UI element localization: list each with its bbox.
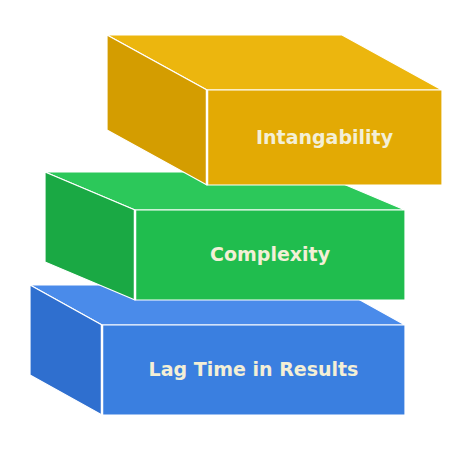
block-label: Complexity (135, 210, 405, 300)
block-shape (45, 172, 405, 300)
edge-highlight (134, 210, 137, 300)
block-label: Lag Time in Results (102, 325, 405, 415)
block-side-face (30, 285, 102, 415)
block-shape (30, 285, 405, 415)
block-label: Intangability (207, 90, 442, 185)
edge-highlight (101, 325, 104, 415)
stacked-block: Lag Time in Results (30, 285, 405, 415)
block-side-face (45, 172, 135, 300)
block-side-face (107, 35, 207, 185)
block-front-face (102, 325, 405, 415)
edge-highlight (206, 90, 209, 185)
stacked-block: Intangability (107, 35, 442, 185)
block-front-face (135, 210, 405, 300)
stacked-block: Complexity (45, 172, 405, 300)
block-front-face (207, 90, 442, 185)
block-shape (107, 35, 442, 185)
